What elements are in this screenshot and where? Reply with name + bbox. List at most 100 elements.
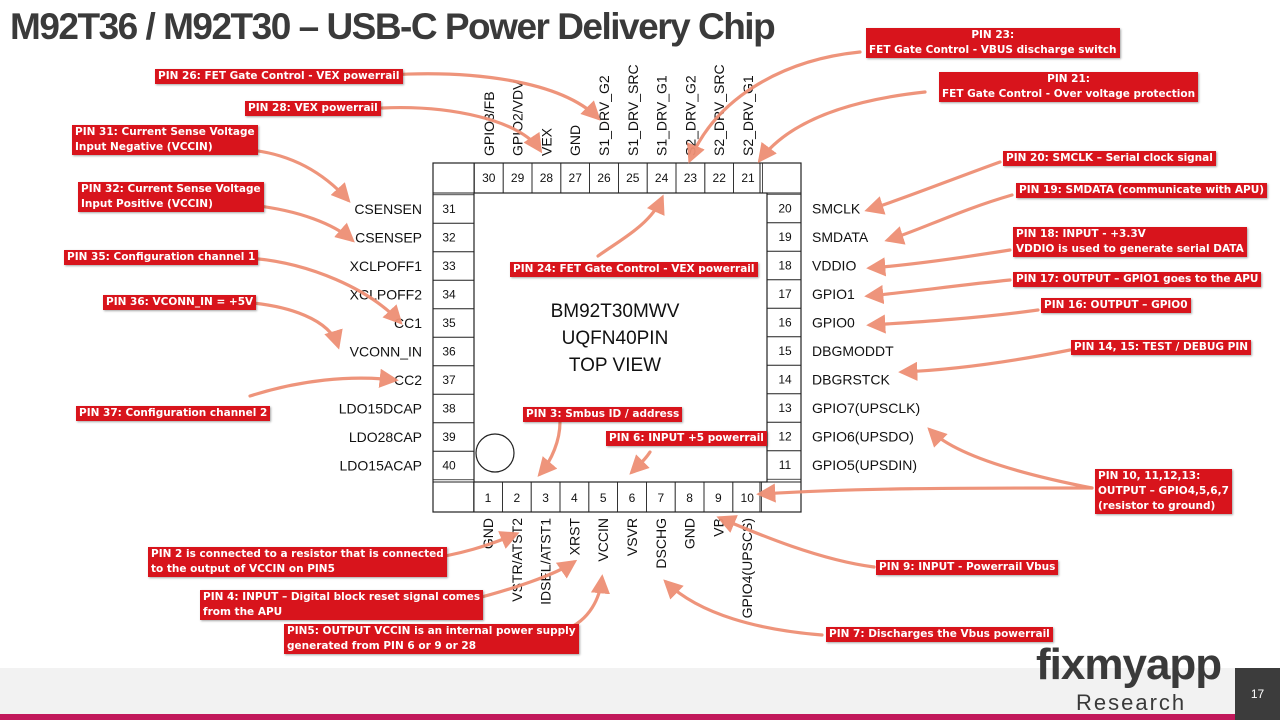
pin-number: 3 — [542, 491, 549, 505]
label-line: PIN 23: — [971, 29, 1015, 41]
label-line: PIN 26: FET Gate Control - VEX powerrail — [158, 70, 400, 82]
pin-number: 5 — [600, 491, 607, 505]
label-line: PIN 10, 11,12,13: — [1098, 470, 1201, 482]
pin-name: GND — [480, 518, 496, 549]
arrow-pin18 — [866, 248, 1012, 277]
pin-name: XCLPOFF2 — [350, 287, 423, 303]
arrows-layer — [238, 50, 1094, 637]
pin-number: 36 — [442, 345, 456, 359]
label-line: FET Gate Control - Over voltage protecti… — [942, 88, 1196, 100]
pin-number: 37 — [442, 373, 456, 387]
arrow-pin37 — [248, 368, 399, 398]
pin-name: XCLPOFF1 — [350, 258, 423, 274]
label-pin4: PIN 4: INPUT – Digital block reset signa… — [200, 590, 484, 620]
label-line: PIN 31: Current Sense Voltage — [75, 126, 255, 138]
arrow-pin26 — [386, 72, 601, 121]
pin-name: LDO15DCAP — [339, 401, 422, 417]
pin-name: S1_DRV_G1 — [654, 75, 670, 156]
pin-number: 38 — [442, 402, 456, 416]
label-line: (resistor to ground) — [1098, 500, 1216, 512]
pin-number: 40 — [442, 459, 456, 473]
pin-name: LDO15ACAP — [340, 458, 422, 474]
pin-number: 17 — [778, 287, 792, 301]
pin-number: 10 — [741, 491, 755, 505]
logo-fixmyapp: fixmyapp — [1036, 640, 1222, 689]
pin-number: 39 — [442, 430, 456, 444]
pin-name: VCONN_IN — [350, 344, 422, 360]
pin-name: CSENSEP — [355, 230, 422, 246]
pin-number: 12 — [778, 430, 792, 444]
label-line: PIN 3: Smbus ID / address — [526, 408, 680, 420]
label-line: Input Positive (VCCIN) — [81, 198, 213, 210]
pin-number: 29 — [511, 171, 525, 185]
pin-number: 32 — [442, 231, 456, 245]
pin-name: CC2 — [394, 372, 422, 388]
arrow-pin31 — [248, 148, 351, 203]
pin-number: 35 — [442, 316, 456, 330]
pin-pad — [766, 193, 802, 224]
pin-name: GPIO6(UPSDO) — [812, 429, 914, 445]
label-pin19: PIN 19: SMDATA (communicate with APU) — [1016, 183, 1268, 198]
label-line: PIN 28: VEX powerrail — [248, 102, 378, 114]
pin-name: GPIO3/FB — [481, 91, 497, 156]
chip-center-text: TOP VIEW — [569, 355, 661, 376]
label-line: PIN 9: INPUT - Powerrail Vbus — [879, 561, 1056, 573]
pin-name: GPIO2/VDV — [510, 80, 526, 156]
pin-name: GPIO0 — [812, 315, 855, 331]
pin-number: 30 — [482, 171, 496, 185]
label-line: to the output of VCCIN on PIN5 — [151, 563, 335, 575]
slide-title: M92T36 / M92T30 – USB-C Power Delivery C… — [10, 6, 776, 47]
pin1-marker — [475, 433, 515, 473]
arrow-pin21 — [757, 90, 927, 164]
pin-number: 13 — [778, 401, 792, 415]
chip-package: BM92T30MWV UQFN40PIN TOP VIEW — [432, 162, 802, 513]
pin-number: 19 — [778, 230, 792, 244]
footer-accent-line — [0, 714, 1235, 720]
pin-name: S2_DRV_SRC — [711, 64, 727, 156]
label-pin16: PIN 16: OUTPUT – GPIO0 — [1041, 298, 1191, 313]
logo-research: Research — [1076, 690, 1187, 715]
pin-name: GND — [567, 125, 583, 156]
arrow-pin10 — [756, 483, 1094, 503]
label-line: FET Gate Control - VBUS discharge switch — [869, 44, 1117, 56]
pin-number: 6 — [629, 491, 636, 505]
arrow-pin16 — [866, 308, 1040, 334]
label-line: PIN 20: SMCLK – Serial clock signal — [1006, 152, 1213, 164]
label-line: PIN 37: Configuration channel 2 — [79, 407, 268, 419]
corner-pad — [759, 162, 802, 194]
label-pin24: PIN 24: FET Gate Control - VEX powerrail — [510, 262, 758, 277]
pin-number: 28 — [540, 171, 554, 185]
label-line: PIN 2 is connected to a resistor that is… — [151, 548, 444, 560]
chip-center-text: BM92T30MWV — [551, 301, 680, 322]
pin-number: 25 — [626, 171, 640, 185]
pin-name: GPIO4(UPSCS) — [739, 518, 755, 618]
pin-number: 2 — [513, 491, 520, 505]
pin-number: 24 — [655, 171, 669, 185]
label-pin36: PIN 36: VCONN_IN = +5V — [103, 295, 257, 310]
label-pin14-15: PIN 14, 15: TEST / DEBUG PIN — [1071, 340, 1252, 355]
pin-name: GPIO5(UPSDIN) — [812, 457, 917, 473]
chip-center-text: UQFN40PIN — [562, 328, 669, 349]
pin-name: S1_DRV_SRC — [625, 64, 641, 156]
label-pin26: PIN 26: FET Gate Control - VEX powerrail — [155, 69, 403, 84]
footer-band — [0, 668, 1235, 714]
label-pin6: PIN 6: INPUT +5 powerrail — [606, 431, 767, 446]
pin-number: 26 — [597, 171, 611, 185]
arrow-pin19 — [884, 193, 1014, 245]
label-line: PIN 18: INPUT - +3.3V — [1016, 228, 1146, 240]
slide-number: 17 — [1235, 668, 1280, 720]
label-pin5: PIN5: OUTPUT VCCIN is an internal power … — [284, 624, 579, 654]
label-line: from the APU — [203, 606, 283, 618]
pin-name: DBGRSTCK — [812, 372, 890, 388]
pin-name: SMDATA — [812, 229, 869, 245]
pin-number: 9 — [715, 491, 722, 505]
pin-pad — [473, 162, 504, 194]
label-line: generated from PIN 6 or 9 or 28 — [287, 640, 477, 652]
chip-outline — [432, 162, 802, 513]
arrow-pin28 — [380, 106, 543, 154]
pin-name: GPIO1 — [812, 286, 855, 302]
arrow-pin3 — [537, 420, 562, 477]
